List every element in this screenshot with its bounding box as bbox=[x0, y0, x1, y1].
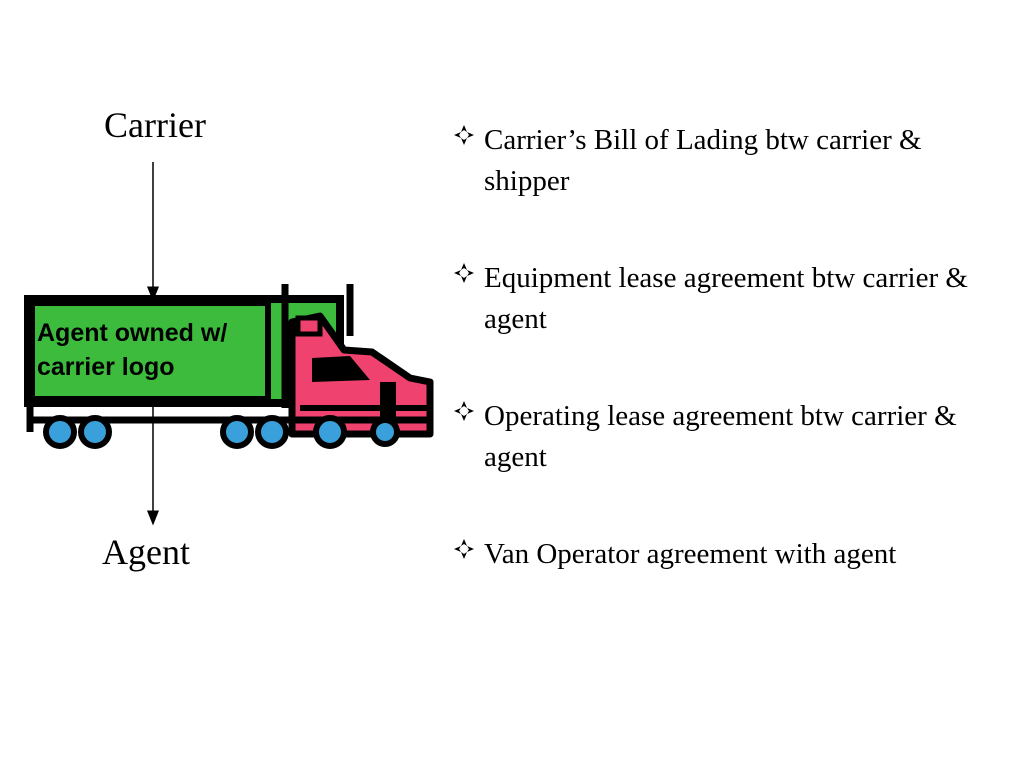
bullet-item: Carrier’s Bill of Lading btw carrier & s… bbox=[452, 120, 1012, 216]
diamond-bullet-icon bbox=[454, 263, 474, 283]
bullet-list: Carrier’s Bill of Lading btw carrier & s… bbox=[452, 120, 1012, 575]
diamond-bullet-icon bbox=[454, 539, 474, 559]
carrier-label: Carrier bbox=[104, 105, 206, 145]
bullet-text: Van Operator agreement with agent bbox=[484, 538, 897, 570]
truck-icon bbox=[24, 284, 434, 449]
diamond-bullet-icon bbox=[454, 125, 474, 145]
bullet-item: Equipment lease agreement btw carrier & … bbox=[452, 258, 1012, 354]
diamond-bullet-icon bbox=[454, 401, 474, 421]
agent-label: Agent bbox=[102, 532, 190, 572]
bullet-item: Van Operator agreement with agent bbox=[452, 534, 1012, 575]
truck-caption: Agent owned w/ carrier logo bbox=[37, 319, 228, 381]
wheels bbox=[43, 415, 400, 449]
bullet-text: Operating lease agreement btw carrier & … bbox=[484, 400, 957, 473]
bullet-text: Equipment lease agreement btw carrier & … bbox=[484, 262, 968, 335]
bullet-text: Carrier’s Bill of Lading btw carrier & s… bbox=[484, 124, 922, 197]
bullet-item: Operating lease agreement btw carrier & … bbox=[452, 396, 1012, 492]
